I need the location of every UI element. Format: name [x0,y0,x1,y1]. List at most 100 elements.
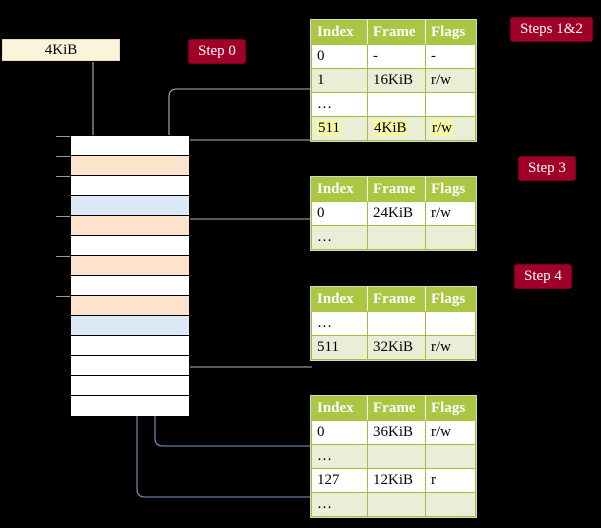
table-cell-index: 127 [311,468,368,493]
memory-frame-tick [56,216,70,217]
memory-frame-row [71,316,189,336]
source-frame-box: 4KiB [2,39,120,61]
memory-frame-tick [56,156,70,157]
table-cell-index: … [311,444,368,469]
badge-steps-1-2: Steps 1&2 [511,18,592,41]
badge-step-0: Step 0 [189,40,245,63]
memory-frame-row [71,396,189,416]
table-cell-index: 511 [311,116,368,141]
table-cell-frame: 36KiB [367,420,426,445]
table-cell-frame: 12KiB [367,468,426,493]
memory-frame-row [56,156,189,176]
memory-frame-tick [56,136,70,137]
table-cell-index: 0 [311,420,368,445]
table-cell-flags: r/w [425,420,476,445]
table-cell-flags [425,92,476,117]
table-cell-flags: r [425,468,476,493]
table-cell-frame: 4KiB [367,116,426,141]
memory-frame-tick [56,296,70,297]
badge-step-3-label: Step 3 [528,160,566,176]
table-cell-index: 511 [311,335,368,360]
badge-step-4: Step 4 [515,265,571,288]
table-cell-frame [367,311,426,336]
memory-frame-row [56,296,189,316]
table-cell-flags: - [425,44,476,69]
badge-step-3: Step 3 [519,157,575,180]
table-row: … [311,92,476,117]
memory-frame-row [71,276,189,296]
memory-frame-row [71,196,189,216]
table-row: … [311,444,476,469]
table-row: 511 4KiB r/w [311,116,476,141]
memory-frame-row [56,216,189,236]
memory-frame-tick [56,176,70,177]
table-cell-index: 0 [311,201,368,226]
badge-steps-1-2-label: Steps 1&2 [520,21,583,37]
table-cell-index: … [311,92,368,117]
memory-frame-row [71,356,189,376]
memory-frame-row [71,336,189,356]
table-cell-index: 1 [311,68,368,93]
table-cell-index: … [311,225,368,250]
highlighted-value: r/w [431,120,453,136]
table-cell-frame: 16KiB [367,68,426,93]
table-cell-frame: - [367,44,426,69]
memory-frame-row [71,376,189,396]
highlighted-value: 4KiB [373,120,408,136]
column-header-flags: Flags [425,20,476,45]
highlighted-value: 511 [317,120,341,136]
badge-step-0-label: Step 0 [198,43,236,59]
physical-memory-column [56,135,190,416]
table-cell-frame [367,492,426,517]
badge-step-4-label: Step 4 [524,268,562,284]
source-frame-label: 4KiB [44,42,78,58]
table-cell-frame [367,444,426,469]
table-row: … [311,311,476,336]
memory-frame-tick [56,256,70,257]
column-header-frame: Frame [367,177,426,202]
table-cell-index: … [311,492,368,517]
column-header-flags: Flags [425,177,476,202]
table-cell-frame: 24KiB [367,201,426,226]
table-cell-flags: r/w [425,201,476,226]
column-header-flags: Flags [425,287,476,312]
table-cell-flags: r/w [425,116,476,141]
memory-frame-row [56,136,189,156]
table-row: … [311,225,476,250]
table-cell-flags [425,444,476,469]
table-cell-flags [425,225,476,250]
table-cell-flags [425,311,476,336]
table-cell-flags: r/w [425,68,476,93]
table-cell-index: 0 [311,44,368,69]
column-header-index: Index [311,20,368,45]
table-cell-flags [425,492,476,517]
column-header-index: Index [311,396,368,421]
column-header-frame: Frame [367,287,426,312]
memory-frame-row [56,256,189,276]
table-row: … [311,492,476,517]
memory-frame-row [56,176,189,196]
column-header-index: Index [311,287,368,312]
column-header-frame: Frame [367,20,426,45]
table-cell-index: … [311,311,368,336]
column-header-frame: Frame [367,396,426,421]
table-cell-flags: r/w [425,335,476,360]
column-header-index: Index [311,177,368,202]
table-cell-frame: 32KiB [367,335,426,360]
table-row: 0-- [311,44,476,69]
memory-frame-row [71,236,189,256]
